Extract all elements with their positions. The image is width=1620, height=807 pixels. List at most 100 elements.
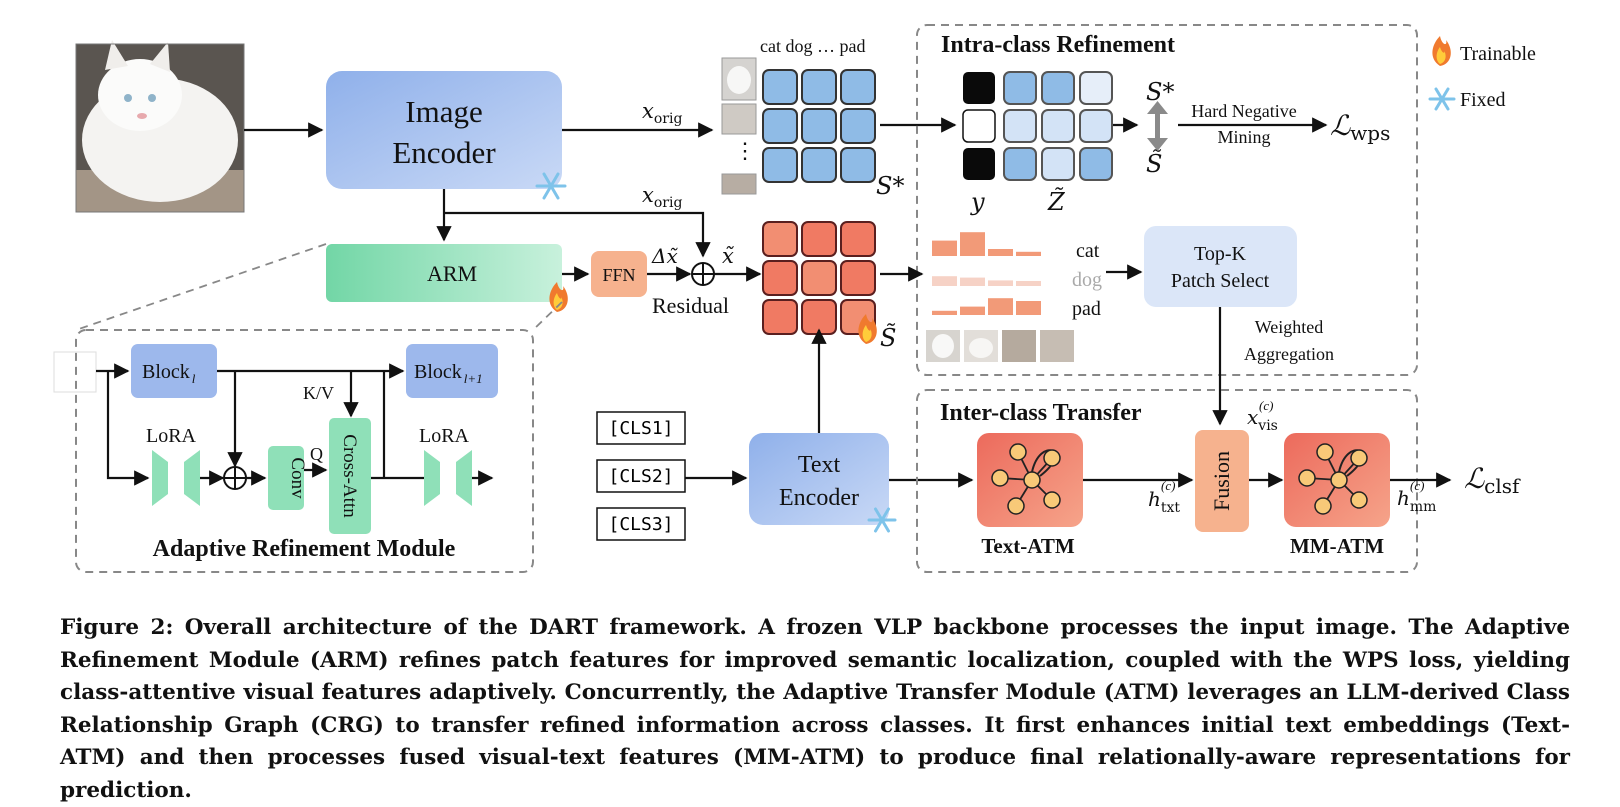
snowflake-icon-text-encoder xyxy=(867,507,897,533)
double-arrow-icon xyxy=(1147,101,1168,151)
h-txt-superscript: (c) xyxy=(1161,478,1175,493)
patch-cell xyxy=(1079,147,1113,181)
s-tilde-patch-grid xyxy=(762,221,876,335)
lora-label-2: LoRA xyxy=(419,425,470,447)
architecture-diagram: Image Encoder xorig ⋮ cat dog … pad S* I… xyxy=(53,24,1536,573)
cls3-label: [CLS3] xyxy=(608,514,673,535)
graph-node xyxy=(1009,443,1027,461)
ffn-label: FFN xyxy=(602,265,635,285)
patch-cell xyxy=(762,108,798,144)
graph-node xyxy=(1316,443,1334,461)
patch-thumbnails: ⋮ xyxy=(721,57,757,195)
residual-label: Residual xyxy=(652,293,729,318)
patch-cell xyxy=(762,147,798,183)
bar-label-dog: dog xyxy=(1072,269,1102,291)
score-bar xyxy=(1016,280,1041,286)
lora-label-1: LoRA xyxy=(146,425,197,447)
patch-cell xyxy=(762,260,798,296)
score-bar xyxy=(1016,251,1041,256)
h-txt-label: htxt xyxy=(1148,487,1180,516)
topk-label-line1: Top-K xyxy=(1194,243,1246,265)
hard-negative-label: Hard Negative xyxy=(1191,101,1296,121)
conv-label: Conv xyxy=(287,457,308,499)
delta-x-label: Δx̃ xyxy=(651,244,678,268)
text-encoder-label-line1: Text xyxy=(798,452,841,478)
block-l1-box xyxy=(406,344,498,398)
fusion-label: Fusion xyxy=(1209,451,1234,511)
image-encoder-label-line1: Image xyxy=(405,94,482,129)
cls3-token xyxy=(596,507,686,541)
snowflake-icon xyxy=(535,172,567,200)
patch-cell xyxy=(801,260,837,296)
y-column xyxy=(962,72,996,180)
h-mm-superscript: (c) xyxy=(1410,478,1424,493)
score-bar xyxy=(1016,301,1041,315)
cls2-token xyxy=(596,459,686,493)
patch-cell xyxy=(840,260,876,296)
weighted-label: Weighted xyxy=(1255,317,1324,337)
score-bar xyxy=(960,306,985,315)
q-label: Q xyxy=(310,444,323,464)
add-icon xyxy=(223,466,247,490)
image-encoder-label-line2: Encoder xyxy=(392,135,496,170)
patch-cell xyxy=(1041,109,1075,143)
kv-label: K/V xyxy=(303,383,334,403)
s-tilde-label-right: S̃ xyxy=(1146,150,1162,178)
score-bar xyxy=(988,298,1013,315)
patch-cell xyxy=(1079,71,1113,105)
figure-caption: Figure 2: Overall architecture of the DA… xyxy=(60,615,1570,803)
bar-label-pad: pad xyxy=(1072,298,1101,320)
h-mm-label: hmm xyxy=(1397,486,1436,515)
block-l-box xyxy=(131,344,217,398)
mm-atm-box xyxy=(1284,433,1390,527)
loss-wps-label: ℒwps xyxy=(1330,109,1390,145)
patch-cell xyxy=(762,69,798,105)
cls2-label: [CLS2] xyxy=(608,466,673,487)
graph-node xyxy=(1298,469,1316,487)
graph-node xyxy=(1043,449,1061,467)
x-tilde-label: x̃ xyxy=(722,244,734,268)
mining-label: Mining xyxy=(1217,127,1270,147)
image-encoder-box xyxy=(326,71,562,189)
graph-node xyxy=(1043,491,1061,509)
score-bar xyxy=(932,240,957,256)
patch-score-bars xyxy=(932,232,1041,315)
x-vis-superscript: (c) xyxy=(1259,398,1273,413)
cat-dog-pad-label: cat dog … pad xyxy=(760,36,865,56)
lora-adapter-2 xyxy=(424,450,472,506)
mm-atm-label: MM-ATM xyxy=(1290,534,1384,558)
score-bar xyxy=(988,249,1013,256)
fire-icon-arm xyxy=(549,282,568,312)
patch-cell xyxy=(801,221,837,257)
selected-patch-thumbnails xyxy=(926,330,1074,362)
topk-patch-select-box xyxy=(1144,226,1297,307)
patch-cell xyxy=(801,69,837,105)
text-encoder-label-line2: Encoder xyxy=(779,485,859,511)
intra-class-title: Intra-class Refinement xyxy=(941,32,1175,58)
input-image xyxy=(75,40,245,213)
residual-add-icon xyxy=(691,262,715,286)
aggregation-label: Aggregation xyxy=(1244,344,1334,364)
conv-box xyxy=(268,446,304,510)
inter-class-title: Inter-class Transfer xyxy=(940,400,1142,426)
score-bar xyxy=(960,277,985,286)
fusion-box xyxy=(1195,430,1249,532)
loss-clsf-label: ℒclsf xyxy=(1464,462,1521,498)
z-tilde-label: Z̃ xyxy=(1047,188,1066,216)
graph-node xyxy=(1350,449,1368,467)
x-vis-label: xvis xyxy=(1247,405,1278,434)
x-orig-label-top: xorig xyxy=(642,99,682,127)
patch-cell xyxy=(801,108,837,144)
cross-attn-label: Cross-Attn xyxy=(339,434,360,518)
patch-cell xyxy=(762,221,798,257)
graph-node xyxy=(1350,491,1368,509)
patch-cell xyxy=(801,299,837,335)
cls1-token xyxy=(596,411,686,445)
score-bar xyxy=(932,276,957,286)
legend-snowflake-icon xyxy=(1428,87,1456,111)
topk-label-line2: Patch Select xyxy=(1171,270,1270,292)
graph-node xyxy=(991,469,1009,487)
patch-cell xyxy=(840,221,876,257)
patch-cell xyxy=(840,69,876,105)
